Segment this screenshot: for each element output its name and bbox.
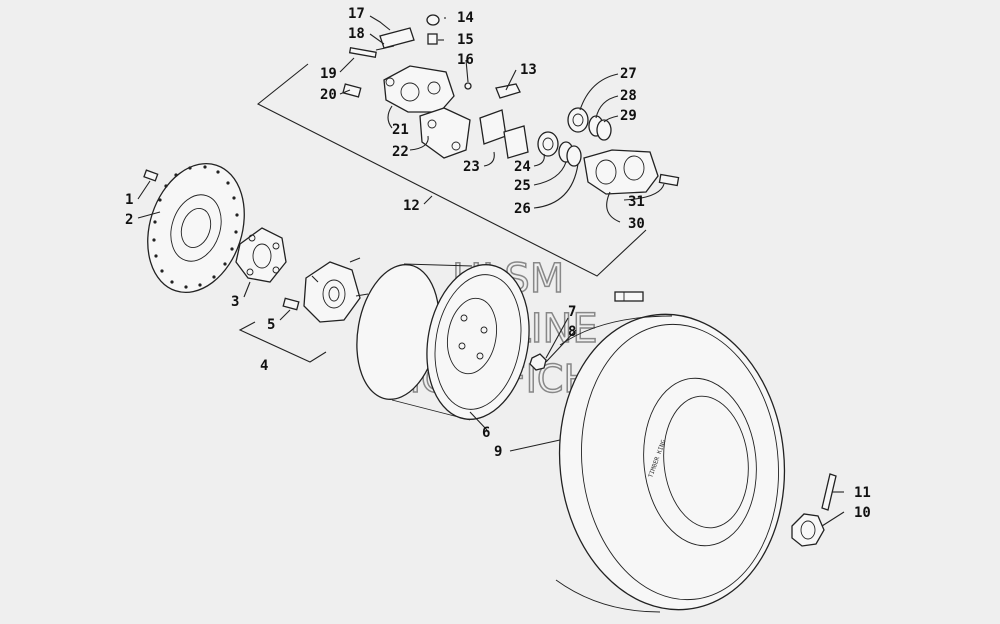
tire: TIMBER KING (555, 313, 786, 613)
leader-lines (137, 15, 845, 527)
callout-9: 9 (494, 444, 502, 460)
callout-31: 31 (628, 194, 645, 210)
pad-spring-clip (495, 83, 521, 99)
hub-group-bracket (238, 321, 327, 363)
callout-12: 12 (403, 198, 420, 214)
wheel-rim (356, 263, 530, 421)
callout-19: 19 (320, 66, 337, 82)
callout-2: 2 (125, 212, 133, 228)
mount-pin (348, 47, 377, 58)
callout-24: 24 (514, 159, 531, 175)
caliper-body-inner (383, 65, 455, 113)
brake-disc (147, 162, 245, 294)
callout-17: 17 (348, 6, 365, 22)
brake-pad-shim (379, 27, 415, 49)
caliper-group-bracket (256, 63, 647, 277)
callout-23: 23 (463, 159, 480, 175)
cotter-pin (821, 473, 837, 511)
piston-seal-left (558, 141, 582, 167)
callout-11: 11 (854, 485, 871, 501)
piston-left (537, 131, 559, 157)
callout-6: 6 (482, 425, 490, 441)
callout-7: 7 (568, 304, 576, 320)
callout-13: 13 (520, 62, 537, 78)
axle-nut (791, 513, 825, 547)
pad-pin (375, 45, 395, 51)
callout-21: 21 (392, 122, 409, 138)
callout-14: 14 (457, 10, 474, 26)
callout-25: 25 (514, 178, 531, 194)
callout-30: 30 (628, 216, 645, 232)
hub-bolt (282, 297, 300, 311)
callout-18: 18 (348, 26, 365, 42)
small-spring (464, 82, 472, 90)
caliper-bolt-right (658, 173, 680, 187)
callout-labels: 1 2 3 4 5 6 7 8 9 10 11 12 13 14 15 16 1… (125, 6, 871, 521)
callout-29: 29 (620, 108, 637, 124)
valve-stem (614, 291, 644, 302)
callout-10: 10 (854, 505, 871, 521)
callout-3: 3 (231, 294, 239, 310)
callout-28: 28 (620, 88, 637, 104)
caliper-bracket (419, 107, 471, 159)
brake-pads (479, 109, 529, 159)
callout-5: 5 (267, 317, 275, 333)
wheel-hub (303, 257, 369, 323)
callout-16: 16 (457, 52, 474, 68)
callout-15: 15 (457, 32, 474, 48)
callout-22: 22 (392, 144, 409, 160)
disc-hub (235, 227, 287, 283)
callout-26: 26 (514, 201, 531, 217)
bleeder-cap (426, 14, 440, 26)
caliper-bolt-left (342, 83, 362, 98)
callout-8: 8 (568, 324, 576, 340)
callout-27: 27 (620, 66, 637, 82)
disc-bolt (143, 169, 159, 182)
lug-nut (529, 353, 547, 371)
caliper-body-outer (583, 149, 659, 195)
bleeder-screw (427, 33, 438, 45)
callout-20: 20 (320, 87, 337, 103)
callout-4: 4 (260, 358, 268, 374)
callout-1: 1 (125, 192, 133, 208)
piston-right (567, 107, 589, 133)
